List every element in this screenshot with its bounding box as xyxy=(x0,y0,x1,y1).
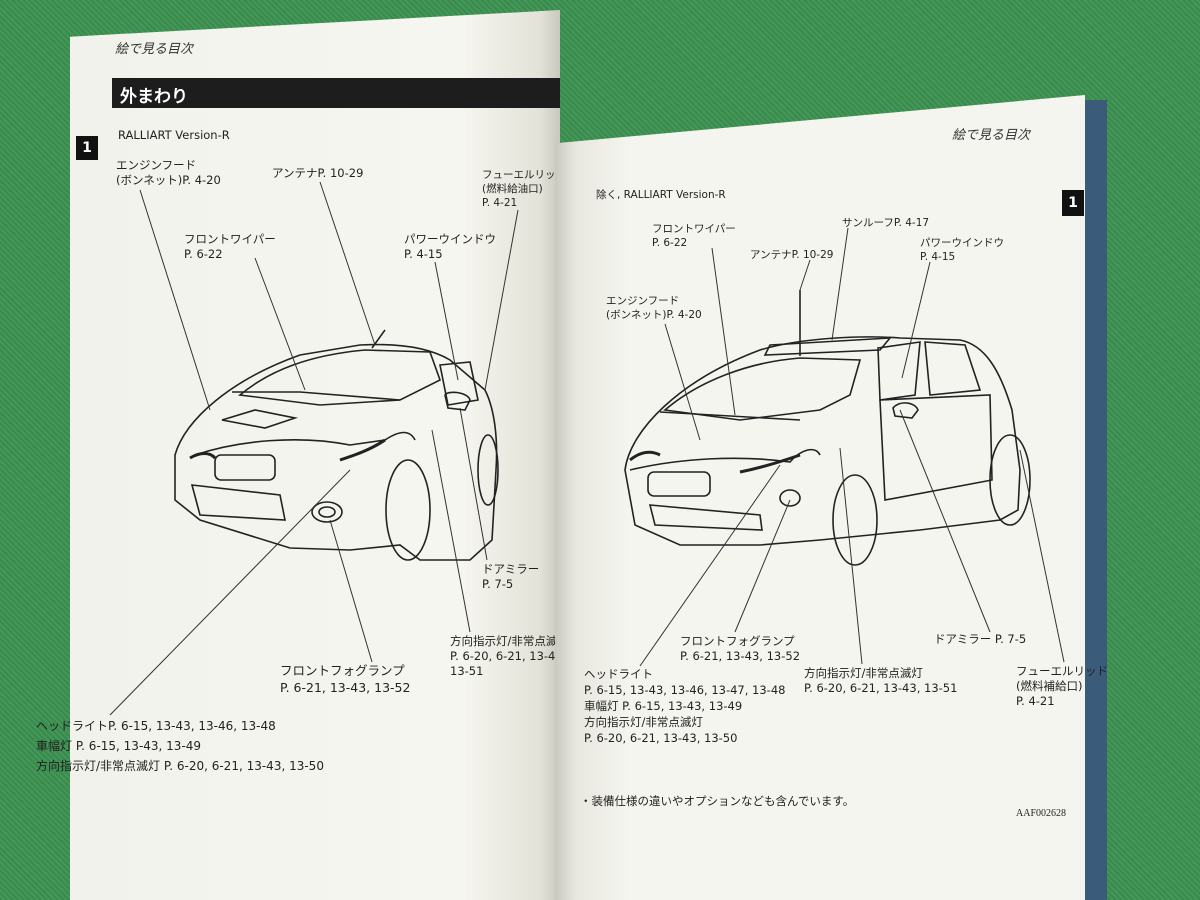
right-turn-signal-side-label: 方向指示灯/非常点滅灯 P. 6-20, 6-21, 13-43, 13-51 xyxy=(804,666,957,696)
headlight-ref: ヘッドライトP. 6-15, 13-43, 13-46, 13-48 xyxy=(36,719,276,733)
left-page-header: 絵で見る目次 xyxy=(115,42,194,57)
label-line: P. 4-21 xyxy=(482,197,518,209)
left-door-mirror-label: ドアミラー P. 7-5 xyxy=(482,562,539,592)
right-page xyxy=(555,95,1085,900)
label-line: P. 6-22 xyxy=(184,247,223,261)
label-line: フューエルリッド xyxy=(482,169,566,181)
left-engine-hood-label: エンジンフード (ボンネット)P. 4-20 xyxy=(116,158,221,188)
label-line: フロントワイパー xyxy=(184,232,276,246)
label-line: パワーウインドウ xyxy=(404,232,496,246)
section-title-bar: 外まわり xyxy=(112,78,560,108)
left-chapter-tab: 1 xyxy=(76,136,98,160)
label-line: フロントワイパー xyxy=(652,223,736,235)
width-lamp-ref: 車幅灯 P. 6-15, 13-43, 13-49 xyxy=(584,699,743,713)
right-lighting-list: ヘッドライト P. 6-15, 13-43, 13-46, 13-47, 13-… xyxy=(584,666,785,746)
right-model-label: 除く, RALLIART Version-R xyxy=(596,189,726,201)
label-line: (ボンネット)P. 4-20 xyxy=(116,173,221,187)
label-line: フロントフォグランプ xyxy=(680,634,795,648)
left-front-wiper-label: フロントワイパー P. 6-22 xyxy=(184,232,276,262)
left-model-label: RALLIART Version-R xyxy=(118,128,230,142)
right-chapter-tab: 1 xyxy=(1062,190,1084,216)
label-line: 方向指示灯/非常点滅灯 xyxy=(804,666,923,680)
label-line: (燃料給油口) xyxy=(482,183,543,195)
label-line: ドアミラー xyxy=(482,562,540,576)
label-line: 方向指示灯/非常点滅灯 xyxy=(450,634,569,648)
label-line: (燃料補給口) xyxy=(1016,679,1083,693)
width-lamp-ref: 車幅灯 P. 6-15, 13-43, 13-49 xyxy=(36,739,202,753)
label-line: P. 6-20, 6-21, 13-43, 13-51 xyxy=(804,681,958,695)
label-line: 方向指示灯/非常点滅灯 xyxy=(584,715,703,729)
label-line: P. 4-15 xyxy=(404,247,443,261)
label-line: エンジンフード xyxy=(116,158,197,172)
right-antenna-label: アンテナP. 10-29 xyxy=(750,249,834,261)
label-line: (ボンネット)P. 4-20 xyxy=(606,309,702,321)
label-line: フロントフォグランプ xyxy=(280,663,405,678)
label-line: フューエルリッド xyxy=(1016,664,1108,678)
left-turn-signal-side-label: 方向指示灯/非常点滅灯 P. 6-20, 6-21, 13-43, 13-51 xyxy=(450,634,569,679)
right-page-header: 絵で見る目次 xyxy=(952,128,1031,143)
binding-edge xyxy=(1085,100,1107,900)
section-title: 外まわり xyxy=(120,87,188,107)
label-line: P. 6-15, 13-43, 13-46, 13-47, 13-48 xyxy=(584,683,786,697)
right-footnote: ・装備仕様の違いやオプションなども含んでいます。 xyxy=(580,794,855,808)
label-line: P. 6-22 xyxy=(652,237,688,249)
right-engine-hood-label: エンジンフード (ボンネット)P. 4-20 xyxy=(606,294,702,322)
label-line: P. 6-20, 6-21, 13-43, xyxy=(450,649,567,663)
turn-signal-front-ref: 方向指示灯/非常点滅灯 P. 6-20, 6-21, 13-43, 13-50 xyxy=(36,759,324,773)
figure-code: AAF002628 xyxy=(1016,808,1067,819)
left-antenna-label: アンテナP. 10-29 xyxy=(272,166,364,180)
left-power-window-label: パワーウインドウ P. 4-15 xyxy=(404,232,496,262)
label-line: P. 4-21 xyxy=(1016,694,1055,708)
right-power-window-label: パワーウインドウ P. 4-15 xyxy=(920,236,1004,264)
label-line: ヘッドライト xyxy=(584,667,653,681)
label-line: P. 4-15 xyxy=(920,251,956,263)
right-front-fog-label: フロントフォグランプ P. 6-21, 13-43, 13-52 xyxy=(680,634,800,664)
label-line: P. 7-5 xyxy=(482,577,514,591)
right-sunroof-label: サンルーフP. 4-17 xyxy=(842,217,930,229)
left-fuel-lid-label: フューエルリッド (燃料給油口) P. 4-21 xyxy=(482,168,566,210)
right-front-wiper-label: フロントワイパー P. 6-22 xyxy=(652,222,736,250)
label-line: P. 6-21, 13-43, 13-52 xyxy=(280,680,411,695)
label-line: パワーウインドウ xyxy=(920,237,1004,249)
left-front-fog-label: フロントフォグランプ P. 6-21, 13-43, 13-52 xyxy=(280,662,410,696)
right-fuel-lid-label: フューエルリッド (燃料補給口) P. 4-21 xyxy=(1016,664,1108,709)
right-door-mirror-label: ドアミラー P. 7-5 xyxy=(934,632,1027,646)
label-line: 13-51 xyxy=(450,664,484,678)
label-line: エンジンフード xyxy=(606,295,680,307)
label-line: P. 6-21, 13-43, 13-52 xyxy=(680,649,801,663)
left-lighting-list: ヘッドライトP. 6-15, 13-43, 13-46, 13-48 車幅灯 P… xyxy=(36,716,324,776)
label-line: P. 6-20, 6-21, 13-43, 13-50 xyxy=(584,731,738,745)
